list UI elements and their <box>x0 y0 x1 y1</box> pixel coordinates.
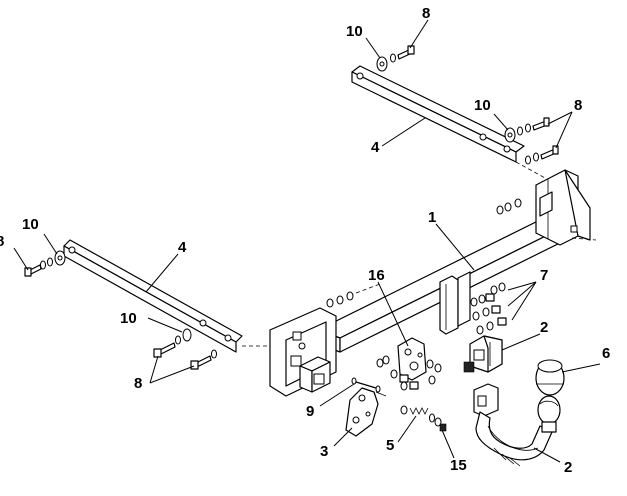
label-left-bolts-bottom: 8 <box>134 375 142 392</box>
label-top-bolt: 8 <box>422 5 430 22</box>
label-left-washer-bottom: 10 <box>120 310 137 327</box>
label-side-plate: 3 <box>320 443 328 460</box>
bolt-set-7 <box>470 282 507 335</box>
label-screw: 9 <box>306 403 314 420</box>
label-nut: 15 <box>450 457 467 474</box>
label-tow-ball: 2 <box>564 459 572 476</box>
nut-15 <box>434 417 447 432</box>
screw-9 <box>351 377 381 393</box>
bolt-set-top <box>376 45 415 72</box>
side-plate-3 <box>345 387 387 437</box>
label-bracket-plate: 16 <box>368 267 385 284</box>
label-spring: 5 <box>386 437 394 454</box>
label-right-bolts: 8 <box>574 97 582 114</box>
label-right-washer: 10 <box>474 97 491 114</box>
socket-unit-upper <box>463 335 503 373</box>
main-crossbar <box>269 169 597 397</box>
label-ball-cover: 6 <box>602 345 610 362</box>
bolt-set-left-top <box>24 250 66 277</box>
label-bolt-set: 7 <box>540 267 548 284</box>
label-socket-upper: 2 <box>540 319 548 336</box>
spring-5 <box>400 405 435 423</box>
label-left-bar: 4 <box>178 239 187 256</box>
bracket-plate-16 <box>376 337 442 391</box>
leader-lines <box>13 19 601 463</box>
label-right-bar: 4 <box>371 139 380 156</box>
label-top-washer: 10 <box>346 23 363 40</box>
side-bar-left <box>63 239 268 353</box>
side-bar-right <box>351 65 546 179</box>
bolt-set-left-bottom <box>153 328 217 370</box>
label-crossbar: 1 <box>428 209 436 226</box>
label-left-washer-top: 10 <box>22 216 39 233</box>
tow-ball-assembly <box>473 383 561 467</box>
ball-cover-6 <box>535 359 565 396</box>
label-left-bolt: 8 <box>0 233 4 250</box>
bolt-set-right <box>504 117 559 165</box>
